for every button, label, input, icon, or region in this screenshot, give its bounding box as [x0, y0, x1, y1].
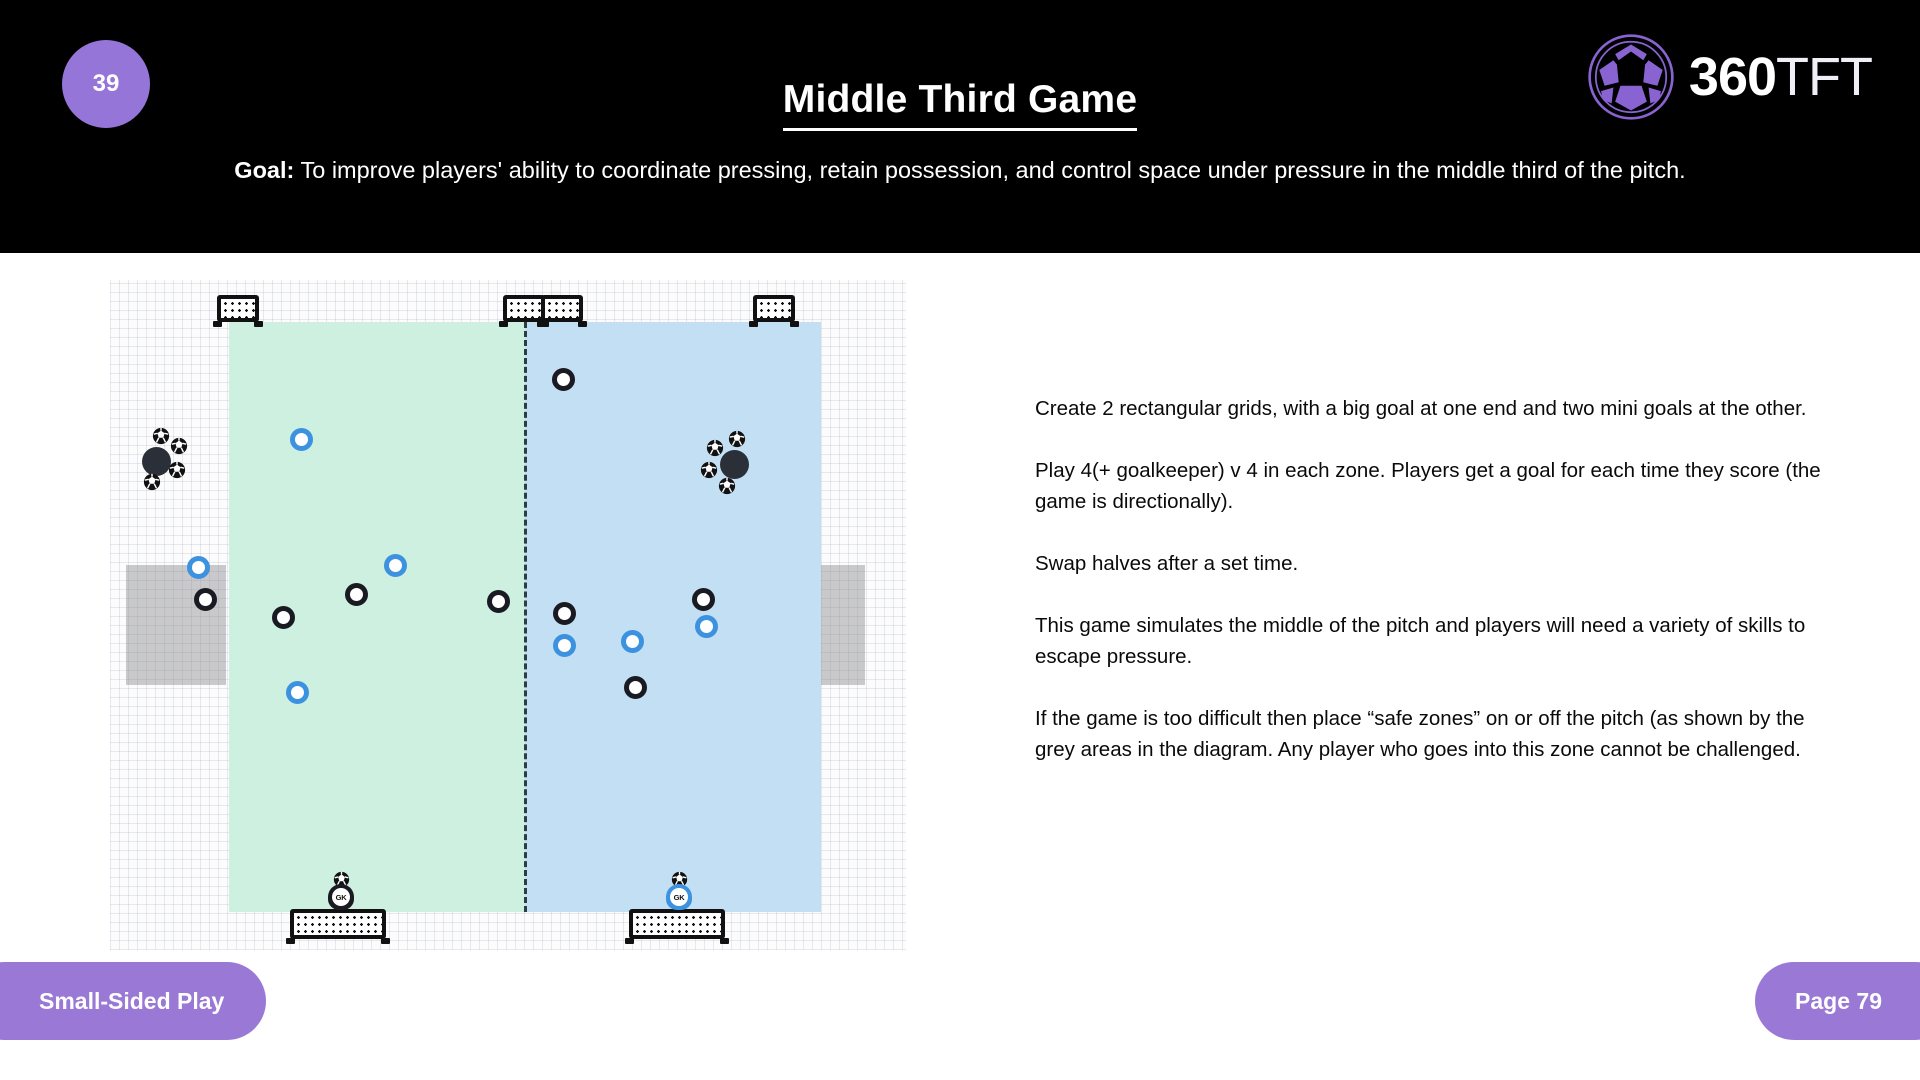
instruction-paragraph: Create 2 rectangular grids, with a big g… — [1035, 397, 1807, 420]
instruction-paragraph: This game simulates the middle of the pi… — [1035, 614, 1806, 668]
pitch-diagram: GK GK — [110, 280, 906, 950]
soccer-ball-icon — [1588, 34, 1674, 120]
soccer-ball-icon — [706, 439, 724, 457]
mini-goal-icon — [499, 295, 549, 327]
player-marker-black[interactable] — [487, 590, 510, 613]
soccer-ball-icon — [168, 461, 186, 479]
soccer-ball-icon — [143, 473, 161, 491]
big-goal-icon — [286, 909, 390, 944]
goal-foot-right — [381, 938, 390, 944]
soccer-ball-icon — [152, 427, 170, 445]
goal-foot-right — [720, 938, 729, 944]
safe-zone-left — [126, 565, 226, 685]
goal-foot-right — [790, 321, 799, 327]
slide-number-badge: 39 — [62, 40, 150, 128]
goal-statement: Goal: To improve players' ability to coo… — [0, 157, 1920, 184]
brand-logo: 360TFT — [1587, 33, 1873, 121]
player-marker-black[interactable] — [345, 583, 368, 606]
goal-label: Goal: — [234, 157, 295, 183]
header-bar: 39 Middle Third Game Goal: To improve pl… — [0, 0, 1920, 253]
instruction-paragraph: Play 4(+ goalkeeper) v 4 in each zone. P… — [1035, 459, 1821, 513]
ball-bag-icon — [142, 447, 171, 476]
soccer-ball-icon — [700, 461, 718, 479]
goalkeeper-label: GK — [670, 888, 688, 906]
mini-goal-icon — [537, 295, 587, 327]
goal-foot-left — [749, 321, 758, 327]
goal-net-pattern — [503, 295, 545, 322]
goal-foot-right — [254, 321, 263, 327]
brand-secondary: TFT — [1776, 47, 1873, 107]
goal-foot-left — [286, 938, 295, 944]
soccer-ball-icon — [718, 477, 736, 495]
page-title: Middle Third Game — [0, 78, 1920, 131]
mini-goal-icon — [749, 295, 799, 327]
goal-text: To improve players' ability to coordinat… — [300, 157, 1686, 183]
instructions-panel: Create 2 rectangular grids, with a big g… — [1035, 393, 1835, 765]
goal-net-pattern — [541, 295, 583, 322]
page-number-pill[interactable]: Page 79 — [1755, 962, 1920, 1040]
ball-bag-icon — [720, 450, 749, 479]
player-marker-blue[interactable] — [695, 615, 718, 638]
player-marker-black[interactable] — [194, 588, 217, 611]
goal-foot-left — [625, 938, 634, 944]
slide-number-text: 39 — [92, 70, 120, 97]
player-marker-black[interactable] — [272, 606, 295, 629]
big-goal-icon — [625, 909, 729, 944]
player-marker-black[interactable] — [553, 602, 576, 625]
ball-cluster-left — [130, 425, 200, 495]
page-number-label: Page 79 — [1795, 987, 1882, 1014]
mini-goal-icon — [213, 295, 263, 327]
category-pill[interactable]: Small-Sided Play — [0, 962, 267, 1040]
soccer-ball-icon — [170, 437, 188, 455]
player-marker-blue[interactable] — [290, 428, 313, 451]
soccer-ball-icon — [333, 871, 350, 888]
goal-net-pattern — [753, 295, 795, 322]
goal-net-pattern — [290, 909, 386, 939]
ball-cluster-right — [696, 425, 766, 495]
page-title-text: Middle Third Game — [782, 78, 1138, 131]
player-marker-blue[interactable] — [187, 556, 210, 579]
instruction-paragraph: Swap halves after a set time. — [1035, 552, 1299, 575]
goalkeeper-right[interactable]: GK — [666, 871, 692, 910]
brand-primary: 360 — [1688, 47, 1777, 107]
player-marker-blue[interactable] — [286, 681, 309, 704]
player-marker-black[interactable] — [552, 368, 575, 391]
player-marker-blue[interactable] — [621, 630, 644, 653]
goal-net-pattern — [629, 909, 725, 939]
goal-net-pattern — [217, 295, 259, 322]
goal-foot-left — [499, 321, 508, 327]
player-marker-black[interactable] — [692, 588, 715, 611]
player-marker-black[interactable] — [624, 676, 647, 699]
player-marker-blue[interactable] — [553, 634, 576, 657]
soccer-ball-icon — [671, 871, 688, 888]
goal-foot-left — [537, 321, 546, 327]
goal-foot-left — [213, 321, 222, 327]
instruction-paragraph: If the game is too difficult then place … — [1035, 707, 1805, 761]
brand-wordmark: 360TFT — [1688, 47, 1873, 107]
goalkeeper-left[interactable]: GK — [328, 871, 354, 910]
goal-foot-right — [578, 321, 587, 327]
soccer-ball-icon — [728, 430, 746, 448]
player-marker-blue[interactable] — [384, 554, 407, 577]
halfway-dashed-line — [524, 322, 527, 912]
goalkeeper-label: GK — [332, 888, 350, 906]
category-label: Small-Sided Play — [39, 987, 225, 1014]
